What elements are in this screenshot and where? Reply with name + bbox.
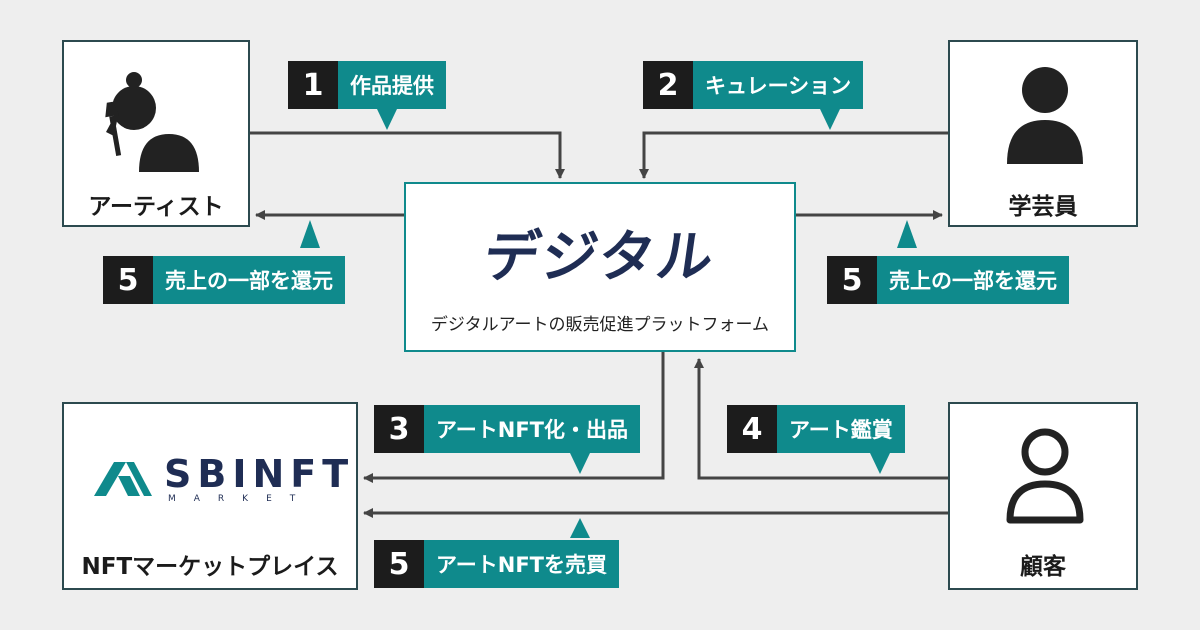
marketplace-label: NFTマーケットプレイス	[81, 554, 339, 580]
callout-pointer-1	[377, 109, 397, 130]
step-1-badge: 1 作品提供	[288, 61, 446, 109]
platform-node: デジタル デジタルアートの販売促進プラットフォーム	[404, 182, 796, 352]
person-icon	[1007, 67, 1083, 164]
step-number: 4	[727, 405, 777, 453]
arrow-customer-to-platform	[694, 358, 948, 480]
callout-pointer-5-curator	[897, 220, 917, 248]
callout-pointer-5-artist	[300, 220, 320, 248]
callout-pointer-5-market	[570, 518, 590, 538]
platform-caption: デジタルアートの販売促進プラットフォーム	[430, 315, 770, 335]
step-number: 2	[643, 61, 693, 109]
step-text: アート鑑賞	[777, 405, 905, 453]
step-number: 3	[374, 405, 424, 453]
step-5-artist-badge: 5 売上の一部を還元	[103, 256, 345, 304]
curator-label: 学芸員	[1008, 194, 1078, 220]
callout-pointer-4	[870, 453, 890, 474]
person-outline-icon	[1006, 428, 1084, 524]
step-5-curator-badge: 5 売上の一部を還元	[827, 256, 1069, 304]
customer-node: 顧客	[948, 402, 1138, 590]
arrow-platform-to-marketplace	[363, 352, 665, 483]
arrow-curator-to-platform	[639, 131, 948, 179]
step-5-market-badge: 5 アートNFTを売買	[374, 540, 619, 588]
marketplace-node: SBINFT MARKET NFTマーケットプレイス	[62, 402, 358, 590]
step-number: 5	[374, 540, 424, 588]
callout-pointer-3	[570, 453, 590, 474]
sbinft-logo-mark-icon	[94, 462, 152, 496]
step-2-badge: 2 キュレーション	[643, 61, 864, 109]
step-number: 5	[827, 256, 877, 304]
step-4-badge: 4 アート鑑賞	[727, 405, 905, 453]
step-text: 作品提供	[338, 61, 446, 109]
step-text: キュレーション	[693, 61, 864, 109]
step-text: 売上の一部を還元	[153, 256, 345, 304]
step-text: アートNFT化・出品	[424, 405, 640, 453]
step-text: 売上の一部を還元	[877, 256, 1069, 304]
platform-logo: デジタル	[479, 225, 720, 290]
sbinft-logo-subtext: MARKET	[168, 494, 314, 504]
artist-label: アーティスト	[88, 194, 224, 220]
step-3-badge: 3 アートNFT化・出品	[374, 405, 640, 453]
step-number: 1	[288, 61, 338, 109]
step-number: 5	[103, 256, 153, 304]
sbinft-logo-text: SBINFT	[164, 452, 355, 496]
arrow-artist-to-platform	[250, 131, 565, 179]
artist-node: アーティスト	[62, 40, 250, 227]
artist-with-brush-icon	[105, 72, 199, 172]
curator-node: 学芸員	[948, 40, 1138, 227]
step-text: アートNFTを売買	[424, 540, 619, 588]
callout-pointer-2	[820, 109, 840, 130]
customer-label: 顧客	[1020, 554, 1066, 580]
